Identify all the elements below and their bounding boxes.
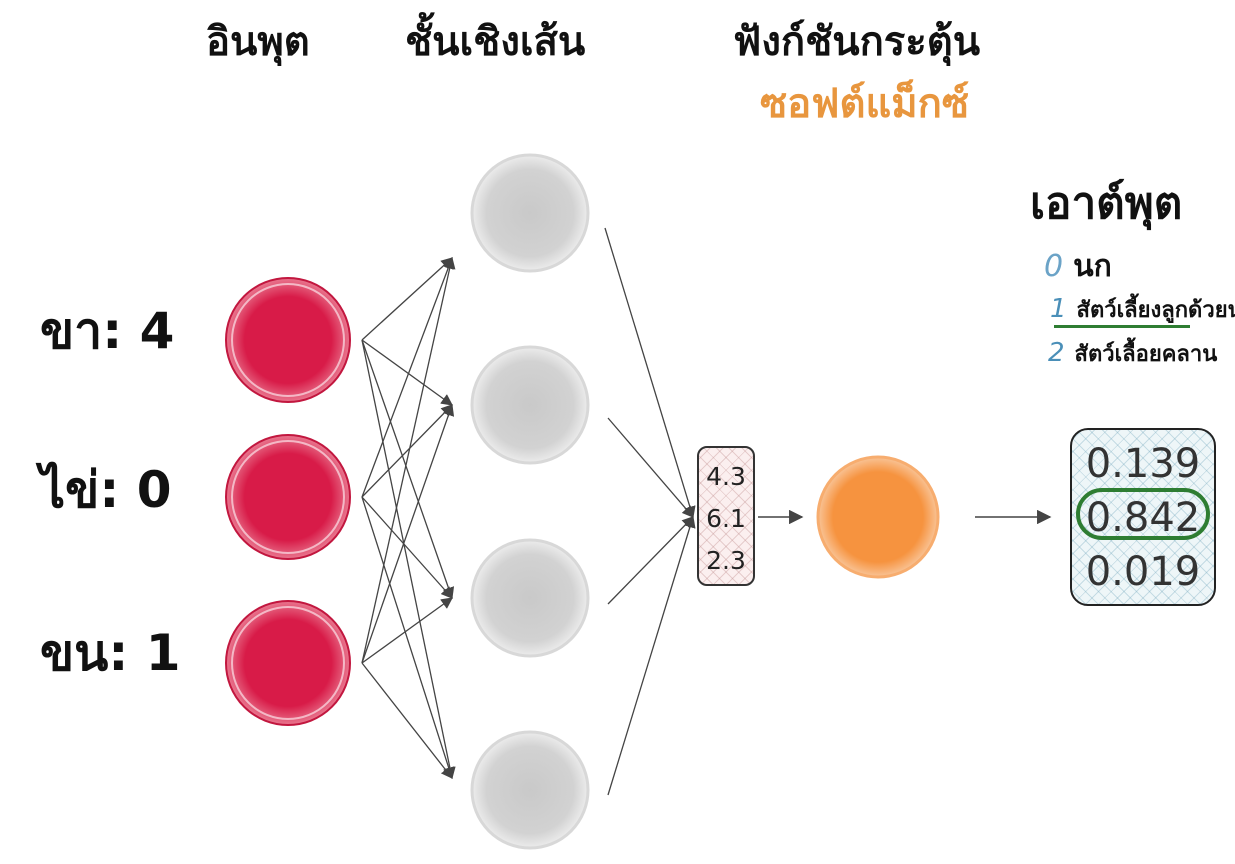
output-header: เอาต์พุต bbox=[1030, 178, 1183, 229]
softmax-header: ซอฟต์แม็กซ์ bbox=[760, 81, 969, 127]
connection-line bbox=[607, 417, 694, 518]
connection-line bbox=[361, 662, 453, 779]
logit-value: 2.3 bbox=[706, 546, 746, 575]
connection-line bbox=[361, 339, 456, 780]
softmax-node bbox=[816, 455, 940, 579]
connection-line bbox=[361, 496, 455, 780]
connection-line bbox=[361, 256, 454, 498]
input-node bbox=[225, 434, 351, 560]
hidden-nodes bbox=[470, 153, 590, 850]
legend-index: 2 bbox=[1048, 338, 1065, 368]
logits-box: 4.3 6.1 2.3 bbox=[697, 446, 755, 586]
max-probability-highlight bbox=[1076, 488, 1210, 540]
input-label-eggs: ไข่: 0 bbox=[40, 461, 172, 519]
legend-highlight-underline bbox=[1054, 325, 1190, 328]
connection-line bbox=[361, 597, 453, 664]
input-node bbox=[225, 600, 351, 726]
legend-item-reptile: 2 สัตว์เลื้อยคลาน bbox=[1048, 340, 1217, 366]
connection-line bbox=[607, 515, 696, 796]
connection-line bbox=[361, 256, 456, 664]
hidden-node bbox=[470, 538, 590, 658]
legend-item-mammal: 1 สัตว์เลี้ยงลูกด้วยนม bbox=[1050, 296, 1235, 322]
logit-value: 6.1 bbox=[706, 504, 746, 533]
legend-index: 0 bbox=[1044, 249, 1064, 284]
hidden-node bbox=[470, 153, 590, 273]
activation-function-header: ฟังก์ชันกระตุ้น bbox=[733, 19, 981, 65]
input-nodes bbox=[225, 277, 351, 726]
linear-layer-header: ชั้นเชิงเส้น bbox=[405, 19, 586, 65]
logit-value: 4.3 bbox=[706, 462, 746, 491]
legend-label: สัตว์เลื้อยคลาน bbox=[1074, 342, 1218, 367]
hidden-node bbox=[470, 345, 590, 465]
legend-label: นก bbox=[1073, 249, 1112, 284]
input-header: อินพุต bbox=[206, 19, 310, 65]
connection-line bbox=[361, 403, 455, 664]
legend-label: สัตว์เลี้ยงลูกด้วยนม bbox=[1076, 298, 1235, 323]
connection-line bbox=[607, 516, 694, 605]
legend-item-bird: 0 นก bbox=[1044, 252, 1112, 282]
connection-lines bbox=[361, 227, 696, 796]
probability-value: 0.019 bbox=[1085, 549, 1201, 595]
connection-line bbox=[361, 339, 453, 406]
connection-line bbox=[361, 496, 453, 599]
legend-index: 1 bbox=[1050, 294, 1067, 324]
connection-line bbox=[361, 339, 455, 600]
hidden-node bbox=[470, 730, 590, 850]
probability-box: 0.139 0.842 0.019 bbox=[1070, 428, 1216, 606]
input-node bbox=[225, 277, 351, 403]
input-label-legs: ขา: 4 bbox=[40, 302, 175, 360]
probability-value: 0.842 bbox=[1085, 495, 1201, 541]
connection-line bbox=[361, 257, 453, 341]
connection-line bbox=[361, 404, 453, 498]
connection-line bbox=[604, 227, 696, 519]
input-label-hair: ขน: 1 bbox=[40, 624, 181, 682]
probability-value: 0.139 bbox=[1085, 441, 1201, 487]
